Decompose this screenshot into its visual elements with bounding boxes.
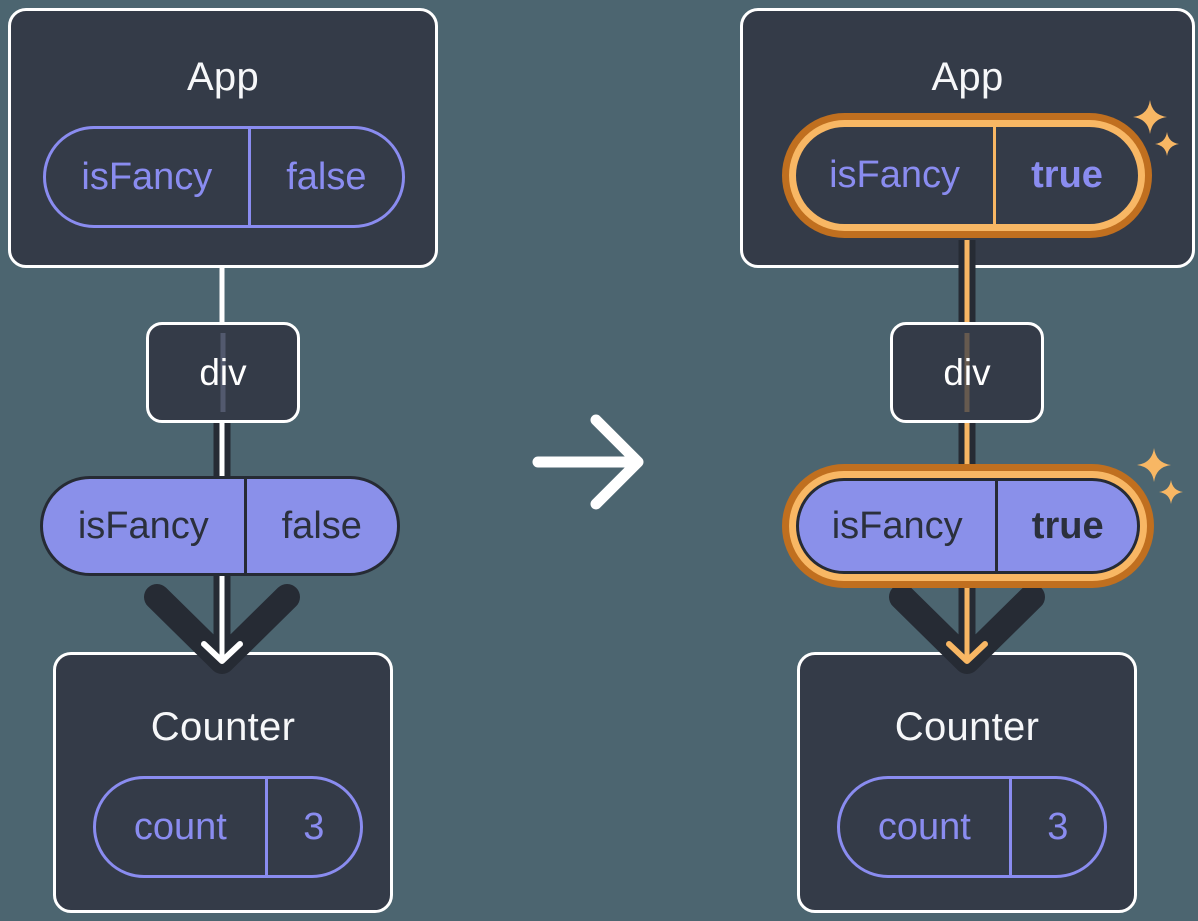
prop-value: true — [1031, 504, 1104, 547]
state-name: count — [96, 779, 268, 875]
state-name: isFancy — [46, 129, 251, 225]
state-value: true — [1031, 154, 1103, 196]
app-title: App — [186, 55, 260, 99]
highlight-ring: isFancy true — [789, 471, 1147, 581]
div-label: div — [943, 351, 991, 393]
counter-title: Counter — [894, 705, 1040, 749]
line-ghost — [964, 333, 970, 412]
sparkle-icon — [1133, 100, 1179, 156]
prop-pill-after: isFancy true — [796, 478, 1140, 574]
state-value: false — [286, 155, 367, 198]
div-node-after: div — [890, 322, 1044, 423]
app-state-pill-after-highlight: isFancy true — [782, 113, 1152, 238]
prop-name: isFancy — [43, 479, 247, 573]
arrowhead-core-after — [946, 641, 988, 664]
state-value: 3 — [1047, 805, 1069, 848]
counter-title: Counter — [150, 705, 296, 749]
state-name: isFancy — [796, 127, 997, 224]
transition-arrow-icon — [532, 414, 644, 510]
app-state-pill-after: isFancy true — [796, 127, 1138, 224]
div-label: div — [199, 351, 247, 393]
highlight-ring: isFancy true — [789, 120, 1145, 231]
arrowhead-core-before — [201, 641, 243, 664]
counter-state-pill-before: count 3 — [93, 776, 363, 878]
prop-value: false — [281, 504, 362, 547]
app-title: App — [931, 55, 1004, 99]
prop-pill-after-highlight: isFancy true — [782, 464, 1154, 588]
counter-card-before: Counter count 3 — [53, 652, 393, 913]
app-state-pill-before: isFancy false — [43, 126, 405, 228]
prop-name: isFancy — [799, 481, 999, 571]
state-name: count — [840, 779, 1012, 875]
state-value: 3 — [303, 805, 325, 848]
prop-pill-before: isFancy false — [40, 476, 400, 576]
div-node-before: div — [146, 322, 300, 423]
line-ghost — [220, 333, 226, 412]
counter-state-pill-after: count 3 — [837, 776, 1107, 878]
counter-card-after: Counter count 3 — [797, 652, 1137, 913]
sparkle-icon — [1137, 448, 1183, 504]
app-card-before: App isFancy false — [8, 8, 438, 268]
